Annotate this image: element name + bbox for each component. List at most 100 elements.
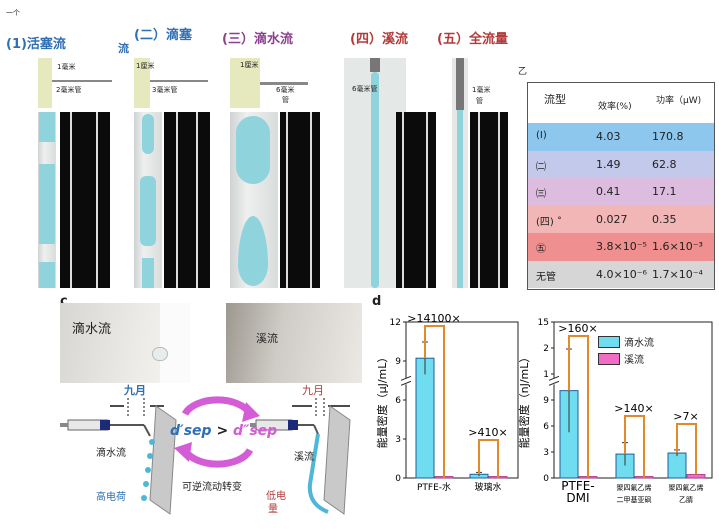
photo-stream <box>226 303 362 383</box>
category-label: DMI <box>566 491 589 505</box>
flow-photo-dripping-real <box>280 112 320 288</box>
left-flow-label: 滴水流 <box>96 448 126 459</box>
table-cell-eff: 4.03 <box>596 130 621 143</box>
mode-label-stream: (四）溪流 <box>350 32 408 47</box>
right-plate <box>323 405 351 515</box>
panel-c-schematic <box>60 396 351 515</box>
right-flow-label: 溪流 <box>294 452 314 463</box>
photo-stream-label: 溪流 <box>256 332 278 345</box>
left-plate <box>149 405 177 515</box>
scale-photo-1 <box>38 58 116 108</box>
table-cell-pow: 170.8 <box>652 130 684 143</box>
separation-operator: > <box>216 423 229 439</box>
ratio-bracket <box>568 335 589 478</box>
bar-dripping <box>667 452 687 479</box>
ratio-bracket <box>478 439 499 478</box>
mode-label-drip-plug: (二）滴塞 <box>134 28 192 43</box>
table-cell-type: (四) ˚ <box>536 216 562 228</box>
y-tick-label: 9 <box>543 396 549 406</box>
stream-line <box>307 433 329 514</box>
legend-label-dripping: 滴水流 <box>624 338 654 349</box>
ratio-bracket <box>676 423 697 475</box>
table-cell-eff: 4.0×10⁻⁶ <box>596 267 647 281</box>
scale-tag-1: 1毫米 <box>57 63 76 71</box>
flow-photo-stream <box>344 58 406 288</box>
separation-right: d″sep <box>233 423 278 439</box>
left-syringe <box>60 419 151 437</box>
table-corner: 乙 <box>518 67 528 77</box>
table-cell-eff: 0.41 <box>596 185 621 198</box>
table-header-pow: 功率（μW) <box>656 96 702 106</box>
table-row: ㊄ 3.8×10⁻⁵ 1.6×10⁻³ <box>528 233 714 261</box>
axis-break-gap <box>401 378 411 385</box>
table-cell-pow: 1.6×10⁻³ <box>652 240 703 253</box>
category-label: 聚四氟乙烯 <box>617 483 652 492</box>
legend-label-stream: 溪流 <box>624 355 644 366</box>
legend-swatch-stream <box>598 352 620 365</box>
right-charge-label-a: 低电 <box>266 491 286 502</box>
scale-tag-5a: 1毫米 <box>472 86 491 94</box>
category-label: PTFE- <box>561 479 594 493</box>
y-tick-label: 0 <box>543 474 549 484</box>
axis-break-mark <box>400 375 412 381</box>
gap-right-label: 九月 <box>302 384 324 397</box>
scale-photo-2 <box>134 58 212 108</box>
right-charge-label-b: 量 <box>268 504 278 515</box>
photo-dripping-label: 滴水流 <box>72 322 112 337</box>
flow-photo-stream-real <box>396 112 436 288</box>
table-cell-type: (I) <box>536 130 547 141</box>
table-cell-pow: 0.35 <box>652 212 677 226</box>
flow-photo-dripping <box>230 112 278 288</box>
ratio-label: >14100× <box>407 312 460 325</box>
cycle-arrow-bottom <box>181 448 254 468</box>
y-tick-label: 3 <box>543 448 549 458</box>
scale-photo-3 <box>230 58 312 108</box>
ratio-bracket <box>624 415 645 478</box>
panel-c-letter: c <box>60 294 68 309</box>
separation-left: d′sep <box>170 423 212 439</box>
scale-tag-5b: 管 <box>476 97 483 105</box>
chart-legend: 滴水流 溪流 <box>598 334 654 366</box>
mode-label-full-flow: (五）全流量 <box>437 32 508 47</box>
ratio-label: >140× <box>614 402 653 415</box>
y-axis-label: 能量密度（nJ/mL） <box>517 352 531 449</box>
tube-size-3b: 管 <box>282 96 289 104</box>
mode-label-dripping: (三）滴水流 <box>222 32 293 47</box>
table-cell-pow: 17.1 <box>652 185 677 198</box>
table-cell-eff: 0.027 <box>596 212 628 226</box>
mode-label-plug: (1)活塞流 <box>6 37 66 52</box>
mode-label-plug-tail: 流 <box>118 42 129 55</box>
ratio-label: >7× <box>673 410 698 423</box>
table-cell-eff: 1.49 <box>596 157 621 171</box>
axis-break-mark <box>548 380 560 386</box>
axis-break-mark <box>400 380 412 386</box>
cycle-arrow-top <box>181 396 254 416</box>
table-header-type: 流型 <box>544 93 566 106</box>
tube-size-1: 2毫米管 <box>56 86 82 94</box>
scale-tag-3: 1厘米 <box>240 61 259 69</box>
y-tick-label: 0 <box>395 474 401 484</box>
table-cell-pow: 1.7×10⁻⁴ <box>652 267 703 281</box>
scale-tag-2: 1厘米 <box>136 62 155 70</box>
axis-break-mark <box>548 375 560 381</box>
table-cell-pow: 62.8 <box>652 157 677 171</box>
category-label: 聚四氟乙烯 <box>669 483 704 492</box>
tube-size-4: 6毫米管 <box>352 85 378 93</box>
flow-photo-full-real <box>470 112 508 288</box>
y-tick-label: 6 <box>543 422 549 432</box>
legend-item-dripping: 滴水流 <box>598 334 654 349</box>
corner-mark: 一个 <box>6 9 20 17</box>
table-cell-type: ㊄ <box>536 244 546 255</box>
y-tick-label: 15 <box>538 318 549 328</box>
flow-photo-plug <box>38 112 56 288</box>
panel-d-letter: d <box>372 294 382 309</box>
table-cell-eff: 3.8×10⁻⁵ <box>596 240 647 253</box>
category-label: 乙腈 <box>679 495 693 504</box>
category-label: 二甲基亚砜 <box>617 495 652 504</box>
y-tick-label: 9 <box>395 357 401 367</box>
flow-photo-full <box>452 58 468 288</box>
